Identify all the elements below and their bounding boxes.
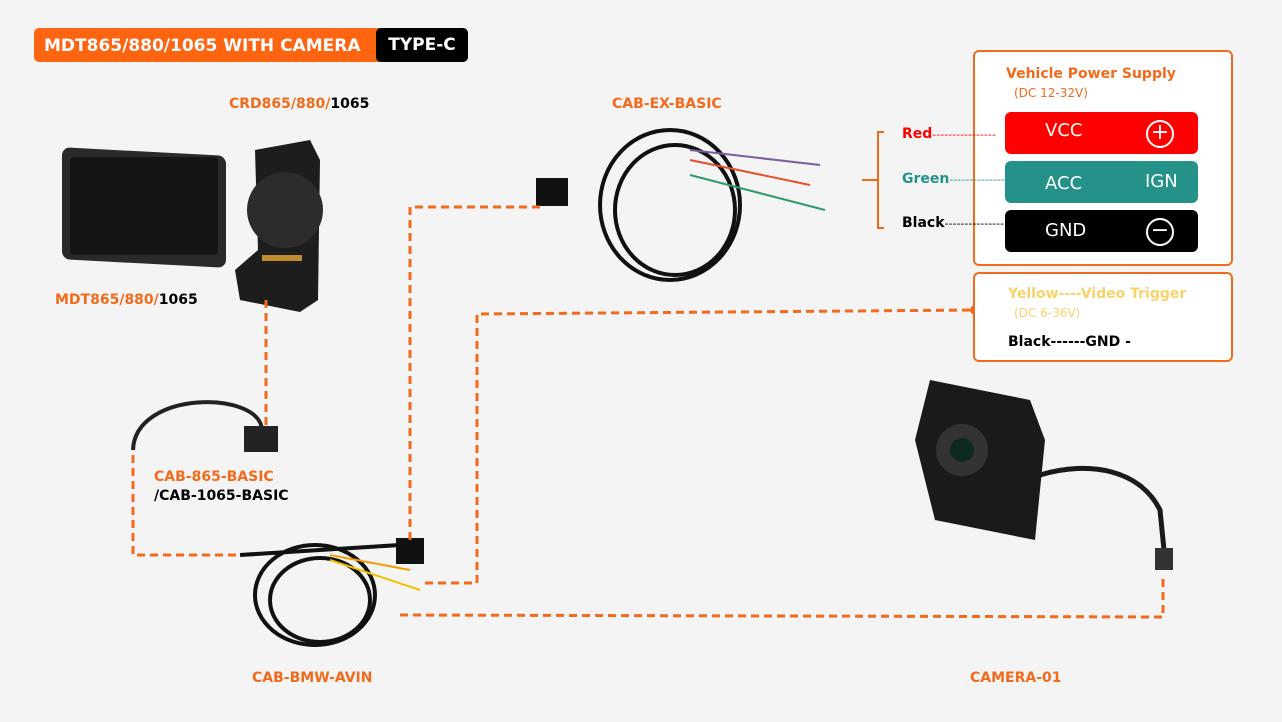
vcc-pill: VCC + (1005, 112, 1198, 154)
tablet-label-orange: MDT865/880/ (55, 292, 159, 308)
red-wire-label: Red---------------- (902, 126, 996, 142)
tablet-image (62, 147, 226, 268)
avin-cable-image (239, 538, 424, 647)
trigger-range: (DC 6-36V) (1014, 306, 1081, 320)
cradle-image (235, 140, 323, 312)
bracket (862, 131, 884, 229)
basic-1065-label: /CAB-1065-BASIC (154, 488, 289, 504)
tablet-label-black: 1065 (158, 292, 198, 308)
acc-text: ACC (1045, 173, 1083, 194)
gnd-text: GND (1045, 220, 1087, 241)
connection-lines (131, 205, 1165, 619)
camera-image (915, 380, 1173, 570)
power-range: (DC 12-32V) (1014, 86, 1088, 100)
trigger-gnd: Black------GND - (1008, 334, 1131, 350)
video-trigger-panel (973, 272, 1233, 362)
type-badge: TYPE-C (376, 28, 468, 62)
basic-cable-image (131, 400, 278, 452)
trigger-title: Yellow----Video Trigger (1008, 286, 1187, 302)
cradle-label-orange: CRD865/880/ (229, 96, 331, 112)
acc-pill: ACC IGN (1005, 161, 1198, 203)
avin-label: CAB-BMW-AVIN (252, 670, 373, 686)
cradle-label-black: 1065 (330, 96, 370, 112)
green-wire-label: Green--------------- (902, 171, 1009, 187)
ex-basic-cable-image (536, 128, 826, 282)
power-title: Vehicle Power Supply (1006, 66, 1176, 82)
black-wire-label: Black--------------- (902, 215, 1004, 231)
ign-text: IGN (1145, 171, 1178, 192)
ex-basic-label: CAB-EX-BASIC (612, 96, 722, 112)
cradle-label: CRD865/880/1065 (229, 96, 369, 112)
gnd-pill: GND − (1005, 210, 1198, 252)
minus-icon: − (1146, 218, 1174, 246)
red-dashes: ---------------- (932, 128, 996, 141)
plus-icon: + (1146, 120, 1174, 148)
red-text: Red (902, 126, 933, 142)
tablet-label: MDT865/880/1065 (55, 292, 198, 308)
green-text: Green (902, 171, 950, 187)
camera-label: CAMERA-01 (970, 670, 1062, 686)
basic-865-label: CAB-865-BASIC (154, 469, 274, 485)
black-dashes: --------------- (944, 217, 1005, 230)
title-text: MDT865/880/1065 WITH CAMERA (44, 36, 361, 56)
black-text: Black (902, 215, 945, 231)
vcc-text: VCC (1045, 120, 1083, 141)
green-dashes: --------------- (949, 173, 1009, 186)
